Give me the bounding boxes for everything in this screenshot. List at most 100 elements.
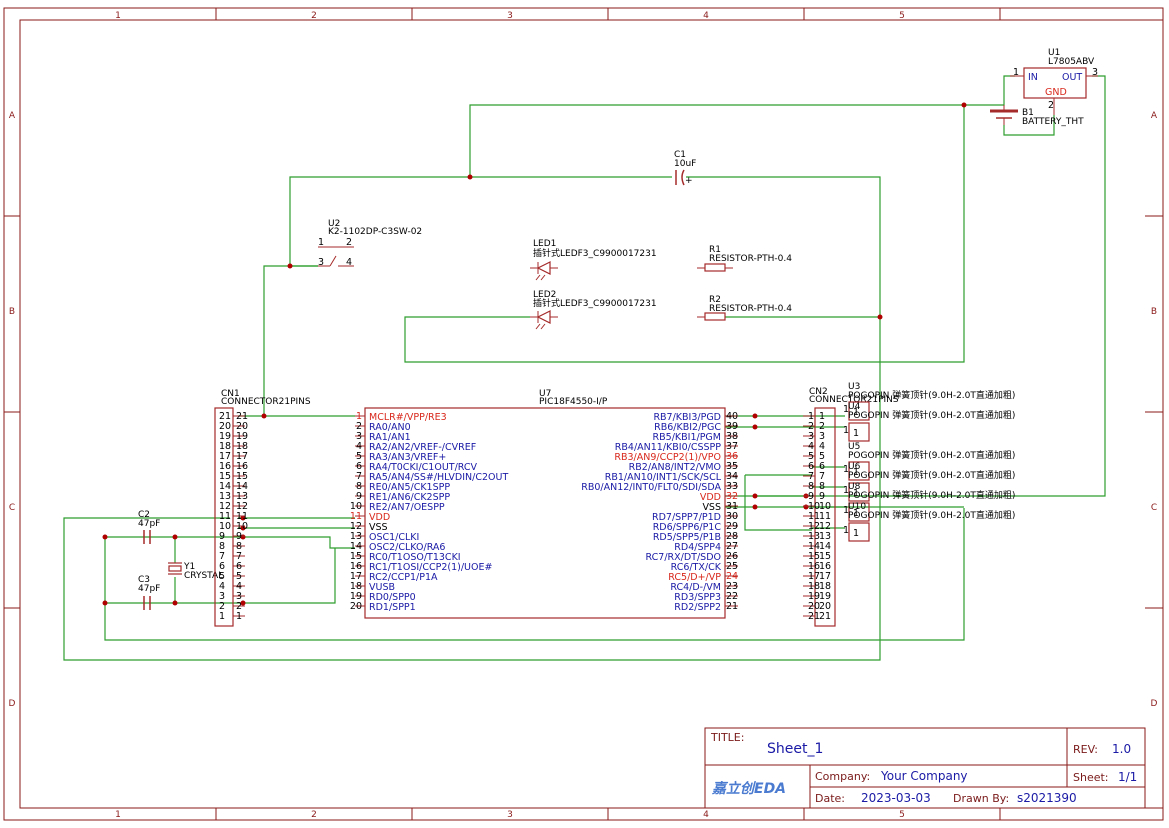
u7-pin-number: 16 <box>350 561 362 572</box>
r2-ref: R2 <box>709 295 721 305</box>
cn1-pin-label: 13 <box>219 491 231 502</box>
u7-pin-number: 37 <box>726 441 738 452</box>
u7-pin-name: RA2/AN2/VREF-/CVREF <box>369 442 476 453</box>
u7-pin-name: MCLR#/VPP/RE3 <box>369 412 447 423</box>
drawn-by-label: Drawn By: <box>953 792 1009 805</box>
u7-pin-name: VDD <box>700 492 721 503</box>
u7-pin-number: 2 <box>356 421 362 432</box>
company-value: Your Company <box>880 769 968 783</box>
u1-pin-out: OUT <box>1062 72 1082 83</box>
cn2-pin-label: 19 <box>819 591 831 602</box>
u7-pin-number: 3 <box>356 431 362 442</box>
u7-pin-name: RC1/T1OSI/CCP2(1)/UOE# <box>369 562 492 573</box>
led1-value: 插针式LEDF3_C9900017231 <box>533 247 657 259</box>
cn1-pin-number: 14 <box>236 481 248 492</box>
led1-ref: LED1 <box>533 239 556 249</box>
cn1-pin-number: 19 <box>236 431 248 442</box>
cn2-pin-number: 19 <box>808 591 820 602</box>
u7-pin-number: 27 <box>726 541 738 552</box>
cn1-pin-label: 6 <box>219 561 225 572</box>
capacitor-c1: C1 10uF + <box>674 150 696 186</box>
u7-pin-name: RA4/T0CKI/C1OUT/RCV <box>369 462 478 473</box>
border-row-right: D <box>1151 699 1158 709</box>
u7-pin-number: 28 <box>726 531 738 542</box>
cn1-pin-label: 1 <box>219 611 225 622</box>
u7-pin-number: 22 <box>726 591 738 602</box>
cn1-pin-label: 3 <box>219 591 225 602</box>
drawn-by-value: s2021390 <box>1017 791 1077 805</box>
pogo-ref: U8 <box>848 482 861 492</box>
battery-b1: B1 BATTERY_THT <box>990 105 1084 127</box>
pogo-value: POGOPIN 弹簧顶针(9.0H-2.0T直通加粗) <box>848 469 1015 481</box>
cn2-pin-number: 9 <box>808 491 814 502</box>
cn1-pin-number: 7 <box>236 551 242 562</box>
cn1-pin-number: 5 <box>236 571 242 582</box>
cn1-pin-number: 6 <box>236 561 242 572</box>
u7-pin-number: 12 <box>350 521 362 532</box>
cn2-pin-number: 2 <box>808 421 814 432</box>
rev-value: 1.0 <box>1112 742 1131 756</box>
junctions <box>102 102 967 606</box>
u7-pin-name: RD2/SPP2 <box>674 602 721 613</box>
cn2-pin-label: 18 <box>819 581 831 592</box>
cn1-pin-number: 21 <box>236 411 248 422</box>
cn2-pin-label: 16 <box>819 561 831 572</box>
resistor-r2: R2 RESISTOR-PTH-0.4 <box>697 295 792 321</box>
u7-pin-number: 31 <box>726 501 738 512</box>
cn1-pin-number: 10 <box>236 521 248 532</box>
u7-right-pins: 40RB7/KBI3/PGD39RB6/KBI2/PGC38RB5/KBI1/P… <box>581 411 738 613</box>
cn2-pin-number: 15 <box>808 551 820 562</box>
u7-pin-number: 9 <box>356 491 362 502</box>
u7-pin-number: 8 <box>356 481 362 492</box>
u7-pin-name: RE2/AN7/OESPP <box>369 502 445 513</box>
u7-pin-number: 7 <box>356 471 362 482</box>
u7-pin-number: 19 <box>350 591 362 602</box>
u7-pin-number: 29 <box>726 521 738 532</box>
switch-u2: U2 K2-1102DP-C3SW-02 1 2 3 4 <box>318 219 422 268</box>
date-label: Date: <box>815 792 845 805</box>
u7-pin-name: RE0/AN5/CK1SPP <box>369 482 450 493</box>
title-label: TITLE: <box>710 731 744 744</box>
u7-pin-name: RB5/KBI1/PGM <box>653 432 721 443</box>
capacitor-c2: C2 47pF <box>138 510 160 544</box>
cn2-pin-number: 8 <box>808 481 814 492</box>
cn1-pin-label: 17 <box>219 451 231 462</box>
cn2-pin-label: 9 <box>819 491 825 502</box>
u7-pin-number: 38 <box>726 431 738 442</box>
pogo-pin-label: 1 <box>853 508 859 519</box>
cn1-pin-label: 7 <box>219 551 225 562</box>
pogo-value: POGOPIN 弹簧顶针(9.0H-2.0T直通加粗) <box>848 449 1015 461</box>
border-col-bottom: 4 <box>703 810 709 820</box>
u7-pin-name: RB7/KBI3/PGD <box>653 412 721 423</box>
c3-value: 47pF <box>138 584 160 594</box>
cn2-pin-number: 18 <box>808 581 820 592</box>
wires <box>63 75 1106 661</box>
cn2-pin-number: 12 <box>808 521 820 532</box>
border-row-left: C <box>9 503 15 513</box>
cn2-pin-number: 10 <box>808 501 820 512</box>
border-row-left: B <box>9 307 15 317</box>
cn2-pin-label: 15 <box>819 551 831 562</box>
pogo-pin-label: 1 <box>853 488 859 499</box>
border-col-bottom: 5 <box>899 810 905 820</box>
u7-pin-name: RB6/KBI2/PGC <box>654 422 721 433</box>
c1-value: 10uF <box>674 159 696 169</box>
u2-pin-2: 2 <box>346 237 352 248</box>
cn1-pin-label: 19 <box>219 431 231 442</box>
title-block: TITLE: Sheet_1 REV: 1.0 嘉立创EDA Company: … <box>704 727 1146 809</box>
b1-ref: B1 <box>1022 108 1034 118</box>
u7-pin-number: 14 <box>350 541 362 552</box>
cn1-pin-number: 3 <box>236 591 242 602</box>
sheet-label: Sheet: <box>1073 771 1109 784</box>
u7-pin-number: 26 <box>726 551 738 562</box>
cn2-pin-label: 1 <box>819 411 825 422</box>
cn1-pin-label: 10 <box>219 521 231 532</box>
c1-ref: C1 <box>674 150 686 160</box>
cn1-pin-number: 13 <box>236 491 248 502</box>
u1-pin-in: IN <box>1028 72 1038 83</box>
cn2-pin-label: 2 <box>819 421 825 432</box>
